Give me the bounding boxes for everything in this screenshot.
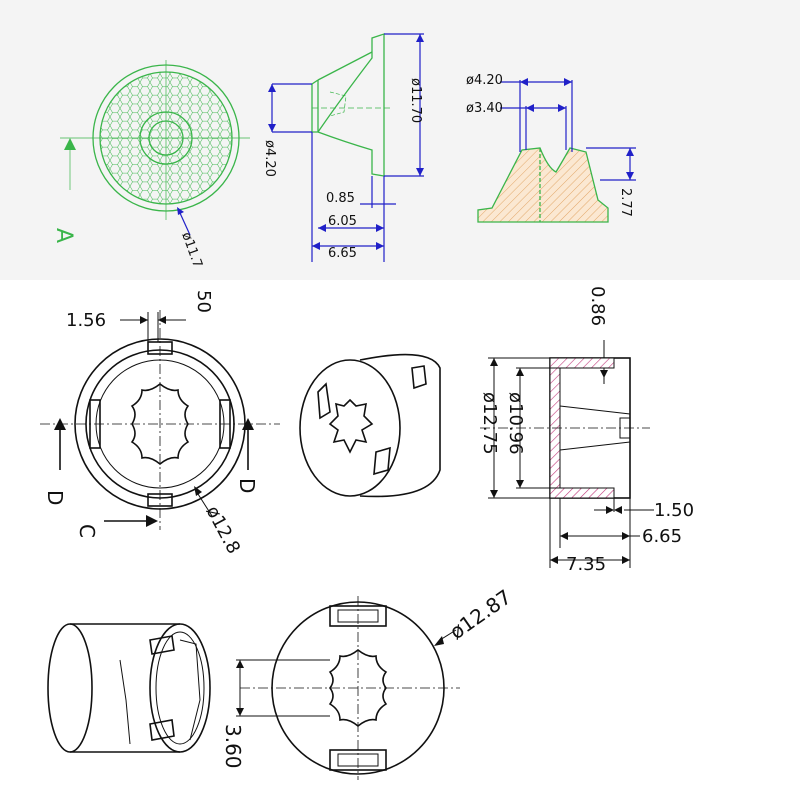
lens-diameter-label: ø11.7 [178,230,205,270]
section-a-label: A [51,228,76,243]
holder-isometric-view [299,353,441,498]
holder-width-2-label: 6.65 [642,526,682,547]
side-outer-diameter-label: ø11.70 [408,78,423,123]
holder-rear-isometric [47,623,211,753]
section-d-right-label: D [235,478,259,493]
section-d2-label: ø3.40 [466,101,503,116]
section-c-label: C [75,524,99,538]
holder-diameter-label: ø12.8 [202,502,245,557]
holder-wall-label: 0.86 [587,286,608,326]
holder-outer-diameter-label: ø12.75 [479,392,500,455]
holder-gap-label: 1.56 [66,310,106,331]
side-inner-diameter-label: ø4.20 [262,140,277,177]
holder-width-1-label: 1.50 [654,500,694,521]
side-width-2-label: 6.05 [328,214,357,229]
holder-section-view: 0.86 ø12.75 ø10.96 1.50 6.65 [479,286,694,575]
holder-rear-view: 3.60 ø12.87 [221,585,516,780]
section-height-label: 2.77 [618,188,633,217]
lens-front-view: A ø11.7 [51,60,250,270]
lens-section-view: ø4.20 ø3.40 2.77 [466,73,636,223]
section-d1-label: ø4.20 [466,73,503,88]
lens-side-view: ø4.20 ø11.70 0.85 6.05 6.65 [262,33,424,262]
holder-front-view: 1.56 50 D D C ø12.8 [40,290,280,557]
holder-inner-diameter-label: ø10.96 [505,392,526,455]
holder-gap-2-label: 50 [193,290,214,313]
side-width-1-label: 0.85 [326,191,355,206]
rear-slot-label: 3.60 [221,724,245,769]
holder-width-3-label: 7.35 [566,554,606,575]
rear-diameter-label: ø12.87 [445,585,516,645]
side-width-3-label: 6.65 [328,246,357,261]
section-d-left-label: D [43,490,67,505]
